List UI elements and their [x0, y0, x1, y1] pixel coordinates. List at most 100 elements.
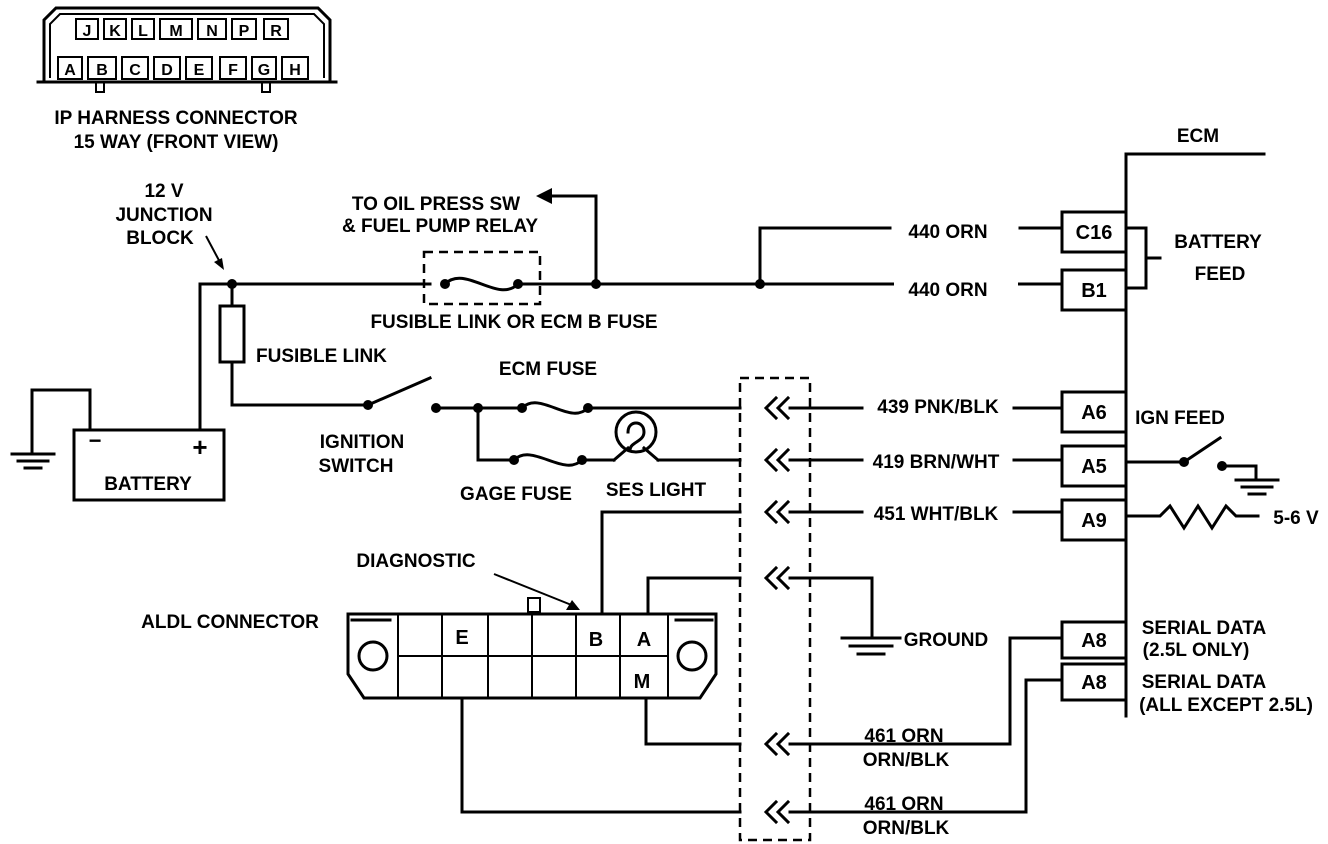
- pin-H: [281, 56, 309, 80]
- pin-M: [159, 18, 193, 40]
- ip-connector-bottom-row: A B C D E F G H: [57, 56, 309, 80]
- ecm-pin-a8-upper: [1060, 620, 1128, 660]
- pin-B-label: B: [96, 62, 108, 79]
- terminal-chevron-icon: [763, 395, 791, 421]
- ecm-pin-a6-label: A6: [1081, 402, 1107, 424]
- battery-box: [72, 428, 226, 502]
- pin-A: [57, 56, 83, 80]
- aldl-pin-A-label: A: [637, 629, 651, 651]
- ecm-pin-a8-lower: [1060, 662, 1128, 702]
- aldl-connector-body: [346, 612, 718, 700]
- pin-E-label: E: [194, 62, 205, 79]
- pin-P: [231, 18, 257, 40]
- pin-B: [87, 56, 117, 80]
- aldl-side-wires: [460, 510, 742, 814]
- ecm-fuse-element: [519, 401, 591, 415]
- pin-C-label: C: [129, 62, 141, 79]
- oil-press-label-1: TO OIL PRESS SW: [352, 194, 520, 215]
- ignition-switch-label-2: SWITCH: [319, 456, 394, 477]
- ground-icon: [840, 636, 902, 656]
- ecm-pin-c16-label: C16: [1076, 222, 1113, 244]
- wire-461b-label-2: ORN/BLK: [863, 818, 950, 839]
- ecm-b-fuse-circuit: FUSIBLE LINK OR ECM B FUSE TO OIL PRESS …: [342, 188, 1064, 333]
- aldl-pin-M-label: M: [634, 671, 651, 693]
- serial-data-1-label-1: SERIAL DATA: [1142, 618, 1267, 639]
- pin-G-label: G: [258, 62, 270, 79]
- aldl-pin-B-label: B: [589, 629, 603, 651]
- pin-L: [131, 18, 155, 40]
- fusible-link-label: FUSIBLE LINK: [256, 346, 387, 367]
- gage-fuse-element: [511, 453, 585, 467]
- terminal-chevron-icon: [763, 731, 791, 757]
- ecm-pin-a8-lower-label: A8: [1081, 672, 1107, 694]
- resistor-icon: [1124, 503, 1260, 531]
- ecm-pin-a9-label: A9: [1081, 510, 1107, 532]
- battery-minus-label: −: [89, 428, 102, 453]
- terminal-chevron-icon: [763, 447, 791, 473]
- ecm-internal-switch-icon: [1124, 435, 1280, 496]
- ip-connector-top-row: J K L M N P R: [75, 18, 289, 40]
- battery-feed-label-1: BATTERY: [1174, 232, 1262, 253]
- pin-F: [219, 56, 247, 80]
- inline-connector-dashed: [738, 376, 812, 842]
- wire-419-label: 419 BRN/WHT: [873, 452, 1000, 473]
- pin-H-label: H: [289, 62, 301, 79]
- pin-N: [197, 18, 227, 40]
- ip-harness-connector: J K L M N P R A B C D E F G H IP HARNESS: [36, 6, 338, 153]
- ecm-label: ECM: [1177, 126, 1219, 147]
- wire-439-label: 439 PNK/BLK: [877, 397, 999, 418]
- ecm-side-wires: 439 PNK/BLK 419 BRN/WHT 451 WHT/BLK GROU…: [788, 397, 1064, 839]
- pin-K-label: K: [109, 23, 121, 40]
- junction-arrowhead: [214, 258, 224, 270]
- battery-ground-icon: [10, 452, 56, 470]
- pin-N-label: N: [206, 23, 218, 40]
- terminal-chevron-icon: [763, 799, 791, 825]
- inline-connector-terminals: [763, 395, 791, 825]
- wire-451-label: 451 WHT/BLK: [874, 504, 999, 525]
- pin-L-label: L: [138, 23, 148, 40]
- pin-J: [75, 18, 99, 40]
- ecm-pin-a6: [1060, 390, 1128, 434]
- ecm-pin-c16: [1060, 210, 1128, 254]
- ign-feed-label: IGN FEED: [1135, 408, 1225, 429]
- serial-data-2-label-1: SERIAL DATA: [1142, 672, 1267, 693]
- serial-data-1-label-2: (2.5L ONLY): [1143, 640, 1250, 661]
- pin-C: [121, 56, 149, 80]
- pin-P-label: P: [239, 23, 250, 40]
- wire-461a-label-2: ORN/BLK: [863, 750, 950, 771]
- pin-R: [263, 18, 289, 40]
- battery-feed-label-2: FEED: [1195, 264, 1246, 285]
- diagnostic-label: DIAGNOSTIC: [356, 551, 476, 572]
- wire-461a-label-1: 461 ORN: [864, 726, 943, 747]
- aldl-pin-E-label: E: [455, 627, 468, 649]
- battery-label: BATTERY: [104, 474, 192, 495]
- ecm-pin-b1: [1060, 268, 1128, 312]
- pin-E: [185, 56, 213, 80]
- junction-label-1: 12 V: [144, 181, 183, 202]
- wire-461b-label-1: 461 ORN: [864, 794, 943, 815]
- oil-press-label-2: & FUEL PUMP RELAY: [342, 216, 538, 237]
- ecm-b-fuse-box: [422, 250, 542, 306]
- fusible-link-or-ecm-b-fuse-label: FUSIBLE LINK OR ECM B FUSE: [370, 312, 657, 333]
- ses-light-bulb-icon: [611, 410, 661, 463]
- ground-label: GROUND: [904, 630, 988, 651]
- ecm-pin-a9: [1060, 498, 1128, 542]
- oil-press-arrowhead: [536, 188, 552, 204]
- serial-data-2-label-2: (ALL EXCEPT 2.5L): [1139, 695, 1313, 716]
- pin-J-label: J: [83, 23, 92, 40]
- pin-K: [103, 18, 127, 40]
- ecm-pin-a8-upper-label: A8: [1081, 630, 1107, 652]
- battery-plus-label: +: [192, 432, 207, 462]
- voltage-label: 5-6 V: [1273, 508, 1319, 529]
- ecm: ECM C16 B1 BATTERY FEED A6 IGN FEED A5 A…: [1060, 126, 1319, 718]
- ignition-circuit: IGNITION SWITCH ECM FUSE GAGE FUSE SES L…: [319, 359, 742, 505]
- ignition-switch-label-1: IGNITION: [320, 432, 404, 453]
- ecm-pin-a5: [1060, 444, 1128, 488]
- aldl-connector-label: ALDL CONNECTOR: [141, 612, 319, 633]
- diagnostic-arrowhead: [566, 600, 580, 610]
- pin-F-label: F: [228, 62, 238, 79]
- pin-D-label: D: [161, 62, 173, 79]
- wire-440-orn-lower-text: 440 ORN: [908, 280, 987, 301]
- fusible-link-element: [218, 304, 246, 364]
